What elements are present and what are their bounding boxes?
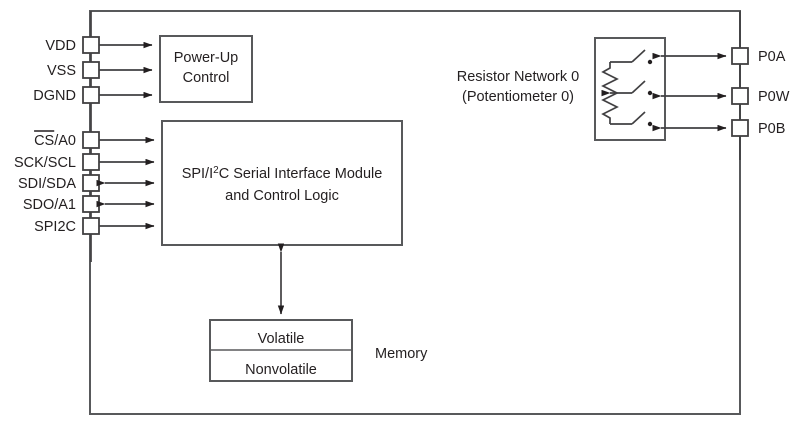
pin-square-sck-scl[interactable] bbox=[82, 153, 100, 171]
pin-square-p0w[interactable] bbox=[731, 87, 749, 105]
switch-contact-p0w bbox=[647, 90, 653, 96]
pin-label-dgnd: DGND bbox=[33, 88, 76, 104]
block-power-up-control bbox=[159, 35, 253, 103]
pin-label-spi2c: SPI2C bbox=[34, 219, 76, 235]
pin-label-p0a: P0A bbox=[758, 49, 786, 65]
pin-square-p0a[interactable] bbox=[731, 47, 749, 65]
power-up-control-line-1: Power-Up bbox=[174, 50, 238, 66]
resistor-network-caption-line-2: (Potentiometer 0) bbox=[462, 89, 574, 105]
serial-interface-superscript: 2 bbox=[213, 165, 219, 176]
pin-square-vss[interactable] bbox=[82, 61, 100, 79]
memory-volatile-label: Volatile bbox=[258, 331, 305, 347]
pin-square-spi2c[interactable] bbox=[82, 217, 100, 235]
pin-label-vss: VSS bbox=[47, 63, 76, 79]
pin-label-p0b: P0B bbox=[758, 121, 785, 137]
serial-interface-post: C Serial Interface Module bbox=[219, 166, 383, 182]
serial-interface-pre: SPI/I bbox=[182, 166, 213, 182]
switch-blade-p0b bbox=[631, 111, 646, 125]
pin-label-sck-scl: SCK/SCL bbox=[14, 155, 76, 171]
memory-caption: Memory bbox=[375, 346, 428, 362]
pin-square-sdi-sda[interactable] bbox=[82, 174, 100, 192]
pin-square-p0b[interactable] bbox=[731, 119, 749, 137]
resistor-network-caption-line-1: Resistor Network 0 bbox=[457, 69, 579, 85]
block-serial-interface bbox=[161, 120, 403, 246]
pin-square-cs-a0[interactable] bbox=[82, 131, 100, 149]
switch-contact-p0b bbox=[647, 121, 653, 127]
serial-interface-line-1: SPI/I2C Serial Interface Module bbox=[182, 165, 383, 182]
pin-square-dgnd[interactable] bbox=[82, 86, 100, 104]
pin-square-sdo-a1[interactable] bbox=[82, 195, 100, 213]
switch-blade-p0a bbox=[631, 49, 646, 63]
pin-label-p0w: P0W bbox=[758, 89, 790, 105]
pin-square-vdd[interactable] bbox=[82, 36, 100, 54]
pin-label-vdd: VDD bbox=[45, 38, 76, 54]
switch-contact-p0a bbox=[647, 59, 653, 65]
pin-label-cs-a0: CS/A0 bbox=[34, 133, 76, 149]
memory-nonvolatile-label: Nonvolatile bbox=[245, 362, 317, 378]
serial-interface-line-2: and Control Logic bbox=[225, 188, 339, 204]
power-up-control-line-2: Control bbox=[183, 70, 230, 86]
pin-label-sdi-sda: SDI/SDA bbox=[18, 176, 76, 192]
switch-blade-p0w bbox=[631, 80, 646, 94]
pin-label-sdo-a1: SDO/A1 bbox=[23, 197, 76, 213]
